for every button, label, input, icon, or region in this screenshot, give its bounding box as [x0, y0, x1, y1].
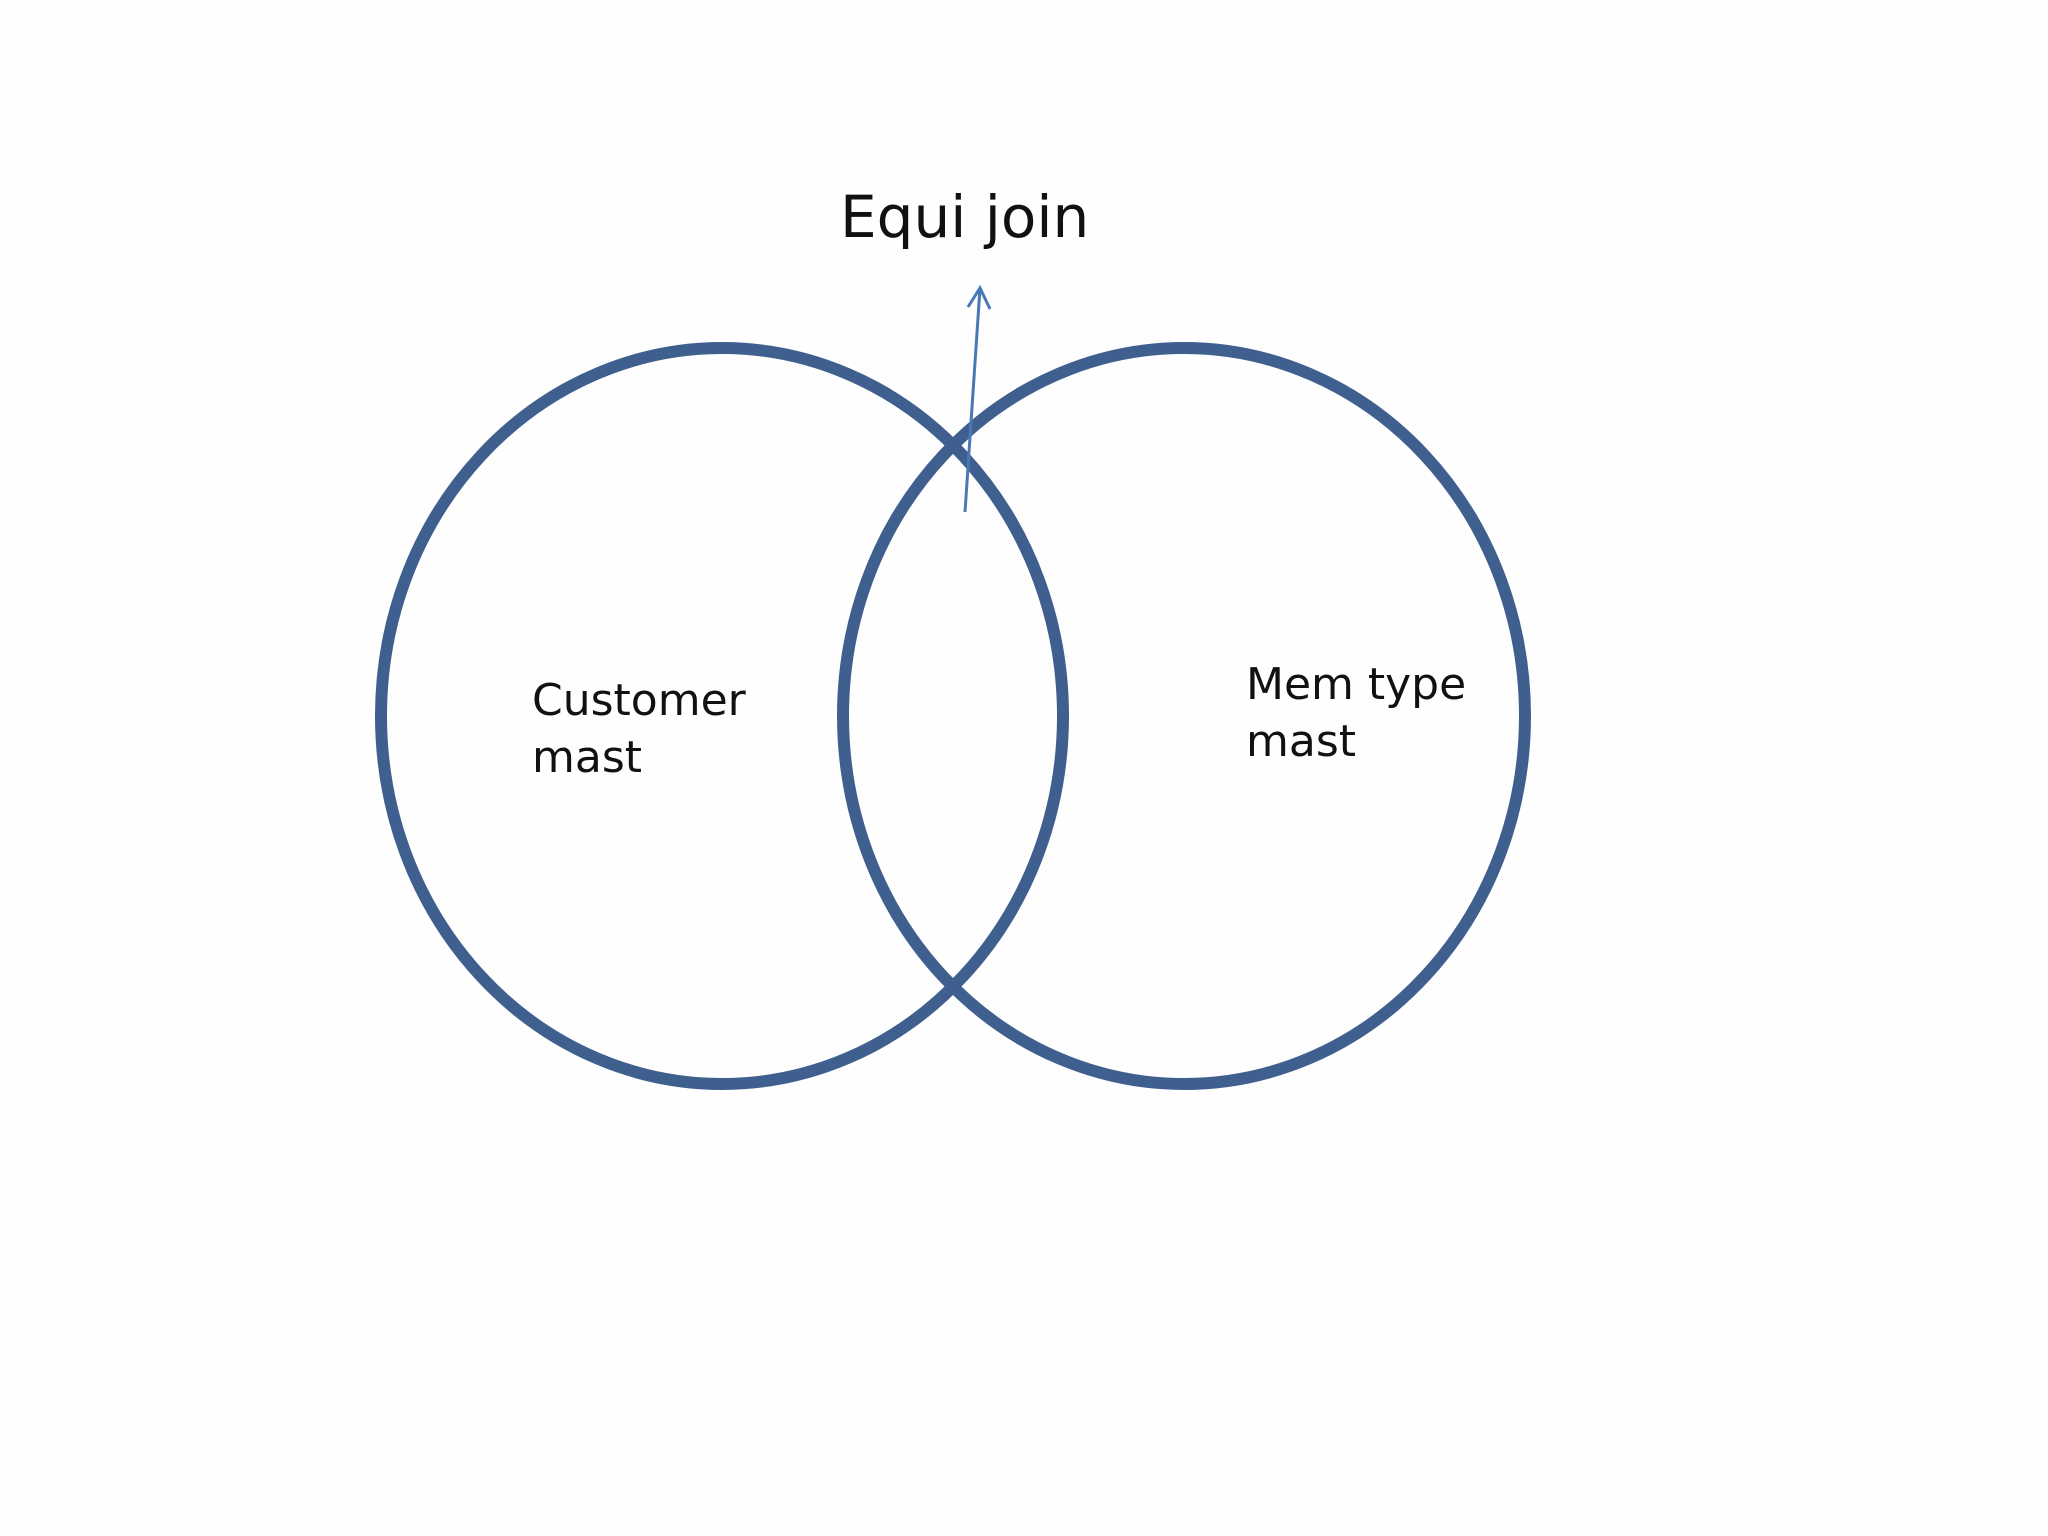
arrow-to-intersection [963, 284, 992, 513]
set-label-line: Mem type [1246, 659, 1467, 710]
set-label-mem-type-mast: Mem type mast [1246, 656, 1466, 770]
diagram-title: Equi join [840, 183, 1090, 251]
set-label-customer-mast: Customer mast [532, 672, 746, 786]
set-circle-mem-type-mast [837, 342, 1531, 1090]
set-label-line: Customer [532, 675, 746, 726]
set-label-line: mast [532, 732, 642, 784]
set-circle-customer-mast [375, 342, 1069, 1090]
set-label-line: mast [1246, 716, 1356, 768]
